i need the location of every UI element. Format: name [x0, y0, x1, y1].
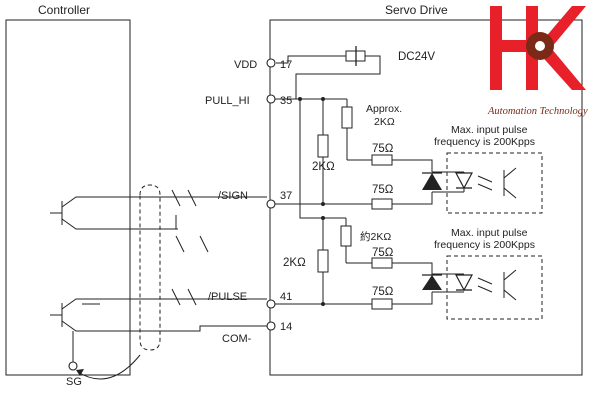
pullup-resistor-top: [341, 106, 353, 129]
opto-transistor-top: [503, 167, 517, 199]
opto-led-bottom: [455, 274, 473, 292]
r75-resistor-2: [371, 198, 393, 210]
note-top-line2: frequency is 200Kpps: [434, 136, 535, 148]
pin-pulse-terminal: [266, 299, 276, 309]
pin-pullhi-terminal: [266, 94, 276, 104]
twist-marks: [171, 189, 209, 306]
series-resistor-top-label: 2KΩ: [312, 161, 335, 173]
r75-1-label: 75Ω: [372, 143, 394, 155]
series-resistor-top: [317, 134, 329, 158]
series-resistor-bottom: [317, 249, 329, 273]
pin-sign-terminal: [266, 199, 276, 209]
controller-transistor-bottom: [50, 298, 82, 332]
hk-logo: Automation Technology: [487, 6, 588, 117]
top-diode-link: [432, 171, 464, 193]
optocoupler-top: [446, 152, 543, 214]
r75-1-wire: [347, 159, 433, 172]
pin-pulse-number: 41: [280, 291, 292, 303]
logo-h-bar: [502, 40, 526, 52]
diode-bottom: [422, 275, 442, 290]
pin-vdd-number: 17: [280, 59, 292, 71]
pullup-top-label-b: 2KΩ: [374, 116, 395, 128]
pin-vdd-name: VDD: [234, 59, 257, 71]
r75-resistor-4: [371, 298, 393, 310]
r75-resistor-3: [371, 257, 393, 269]
shield-ground-arrow: [76, 369, 84, 376]
node-bottom-split: [321, 216, 325, 220]
controller-transistor-top: [50, 196, 82, 230]
opto-light-top: [477, 175, 493, 191]
shield-cable: [139, 184, 161, 351]
r75-4-label: 75Ω: [372, 286, 394, 298]
logo-tagline: Automation Technology: [487, 106, 588, 117]
note-bottom-line2: frequency is 200Kpps: [434, 239, 535, 251]
pulse-wire-lower: [82, 325, 267, 332]
shield-ground-link: [77, 354, 141, 380]
ground-label: SG: [66, 376, 82, 388]
optocoupler-bottom: [446, 255, 543, 320]
r75-2-label: 75Ω: [372, 184, 394, 196]
pin-pullhi-number: 35: [280, 95, 292, 107]
controller-header: Controller: [38, 3, 90, 17]
vdd-wire: [276, 55, 381, 99]
ground-terminal: [68, 361, 78, 371]
servo-drive-header: Servo Drive: [385, 3, 448, 17]
node-sign: [321, 202, 325, 206]
logo-h-left: [490, 6, 502, 90]
bottom-diode-link: [432, 273, 464, 293]
pulse-wire-upper: [82, 298, 267, 305]
pin-com-terminal: [266, 321, 276, 331]
opto-transistor-bottom: [503, 269, 517, 301]
pullup-resistor-bottom: [340, 225, 352, 247]
note-top-line1: Max. input pulse: [451, 124, 528, 136]
pullhi-drop: [299, 99, 346, 219]
node-pulse: [321, 302, 325, 306]
r75-resistor-1: [371, 154, 393, 166]
logo-ring-hole: [535, 41, 545, 51]
opto-light-bottom: [477, 277, 493, 293]
pin-vdd-terminal: [266, 58, 276, 68]
pin-com-number: 14: [280, 321, 292, 333]
pin-sign-number: 37: [280, 190, 292, 202]
r75-3-wire: [346, 262, 433, 276]
pullup-top-label-a: Approx.: [366, 103, 402, 115]
pullup-bottom-label: 約2KΩ: [360, 230, 391, 243]
pin-pulse-name: /PULSE: [208, 291, 247, 303]
series-resistor-bottom-label: 2KΩ: [283, 257, 306, 269]
diode-top: [422, 173, 442, 190]
pin-com-name: COM-: [222, 333, 252, 345]
dc24v-label: DC24V: [398, 51, 435, 63]
r75-3-label: 75Ω: [372, 247, 394, 259]
note-bottom-line1: Max. input pulse: [451, 227, 528, 239]
pin-sign-name: /SIGN: [218, 190, 248, 202]
sign-wire-lower: [82, 215, 178, 230]
pin-pullhi-name: PULL_HI: [205, 95, 250, 107]
